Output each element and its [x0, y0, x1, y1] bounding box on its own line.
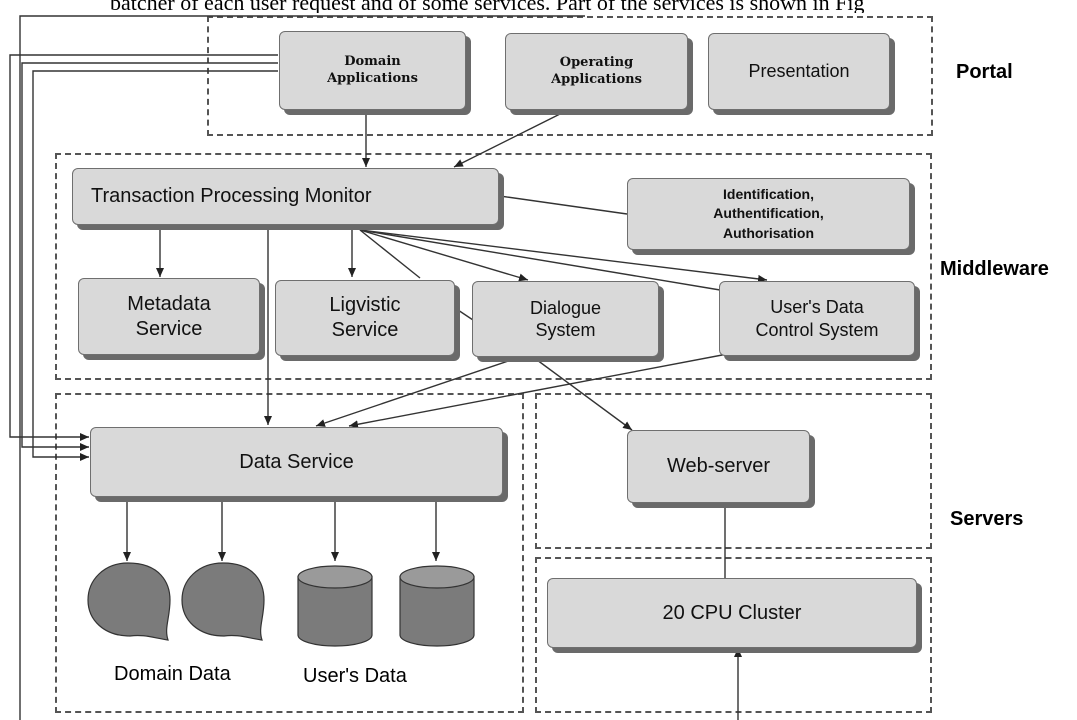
domain-applications-box: Domain Applications: [279, 31, 466, 110]
users-data-control-system-label: User's Data Control System: [755, 297, 879, 340]
users-data-store-2: [399, 565, 475, 647]
feed-line-4: [32, 70, 278, 461]
operating-applications-box: Operating Applications: [505, 33, 688, 110]
feed-line-1: [19, 15, 585, 720]
feed-line-2: [9, 54, 278, 441]
domain-data-label: Domain Data: [114, 663, 231, 685]
operating-to-monitor-arrow: [453, 109, 569, 168]
domain-data-store-2: [181, 562, 265, 641]
cluster-zone: [535, 557, 932, 713]
ligvistic-to-dialogue-line: [454, 307, 474, 321]
monitor-to-dialogue-line: [359, 229, 721, 291]
user-data-control-to-data-service-arrow: [348, 351, 739, 429]
ligvistic-service-box: Ligvistic Service: [275, 280, 455, 356]
ligvistic-service-label: Ligvistic Service: [329, 294, 401, 341]
identification-box: Identification, Authentification, Author…: [627, 178, 910, 250]
presentation-label: Presentation: [748, 61, 850, 82]
cpu-cluster-label: 20 CPU Cluster: [662, 601, 802, 624]
data-service-zone: [55, 393, 524, 713]
web-server-label: Web-server: [667, 455, 770, 477]
cpu-cluster-box: 20 CPU Cluster: [547, 578, 917, 648]
users-data-control-system-box: User's Data Control System: [719, 281, 915, 356]
web-server-box: Web-server: [627, 430, 810, 503]
caption-text: batcher of each user request and of some…: [110, 0, 865, 13]
metadata-service-label: Metadata Service: [127, 292, 211, 340]
middleware-zone: [55, 153, 932, 380]
monitor-to-user-data-control-arrow: [359, 229, 768, 283]
dialogue-system-box: Dialogue System: [472, 281, 659, 357]
dialogue-system-label: Dialogue System: [529, 297, 602, 341]
web-server-zone: [535, 393, 932, 549]
dialogue-to-web-server-arrow: [532, 356, 633, 431]
data-service-label: Data Service: [239, 450, 354, 473]
domain-data-store-1: [87, 562, 171, 641]
monitor-to-ligvistic-line: [359, 229, 421, 279]
presentation-box: Presentation: [708, 33, 890, 110]
portal-layer-label: Portal: [956, 61, 1013, 83]
domain-applications-label: Domain Applications: [327, 54, 418, 86]
middleware-layer-label: Middleware: [940, 258, 1049, 280]
users-data-store-1: [297, 565, 373, 647]
portal-zone: [207, 16, 933, 136]
monitor-to-dialogue-arrow: [359, 229, 529, 282]
operating-applications-label: Operating Applications: [551, 55, 642, 87]
monitor-to-identification-line: [499, 195, 628, 215]
transaction-processing-monitor-label: Transaction Processing Monitor: [91, 185, 372, 207]
users-data-label: User's Data: [303, 665, 407, 687]
transaction-processing-monitor-box: Transaction Processing Monitor: [72, 168, 499, 225]
servers-layer-label: Servers: [950, 508, 1024, 530]
identification-label: Identification, Authentification, Author…: [713, 185, 824, 241]
data-service-box: Data Service: [90, 427, 503, 497]
feed-line-3: [21, 62, 278, 451]
dialogue-to-data-service-arrow: [315, 356, 521, 427]
metadata-service-box: Metadata Service: [78, 278, 260, 355]
